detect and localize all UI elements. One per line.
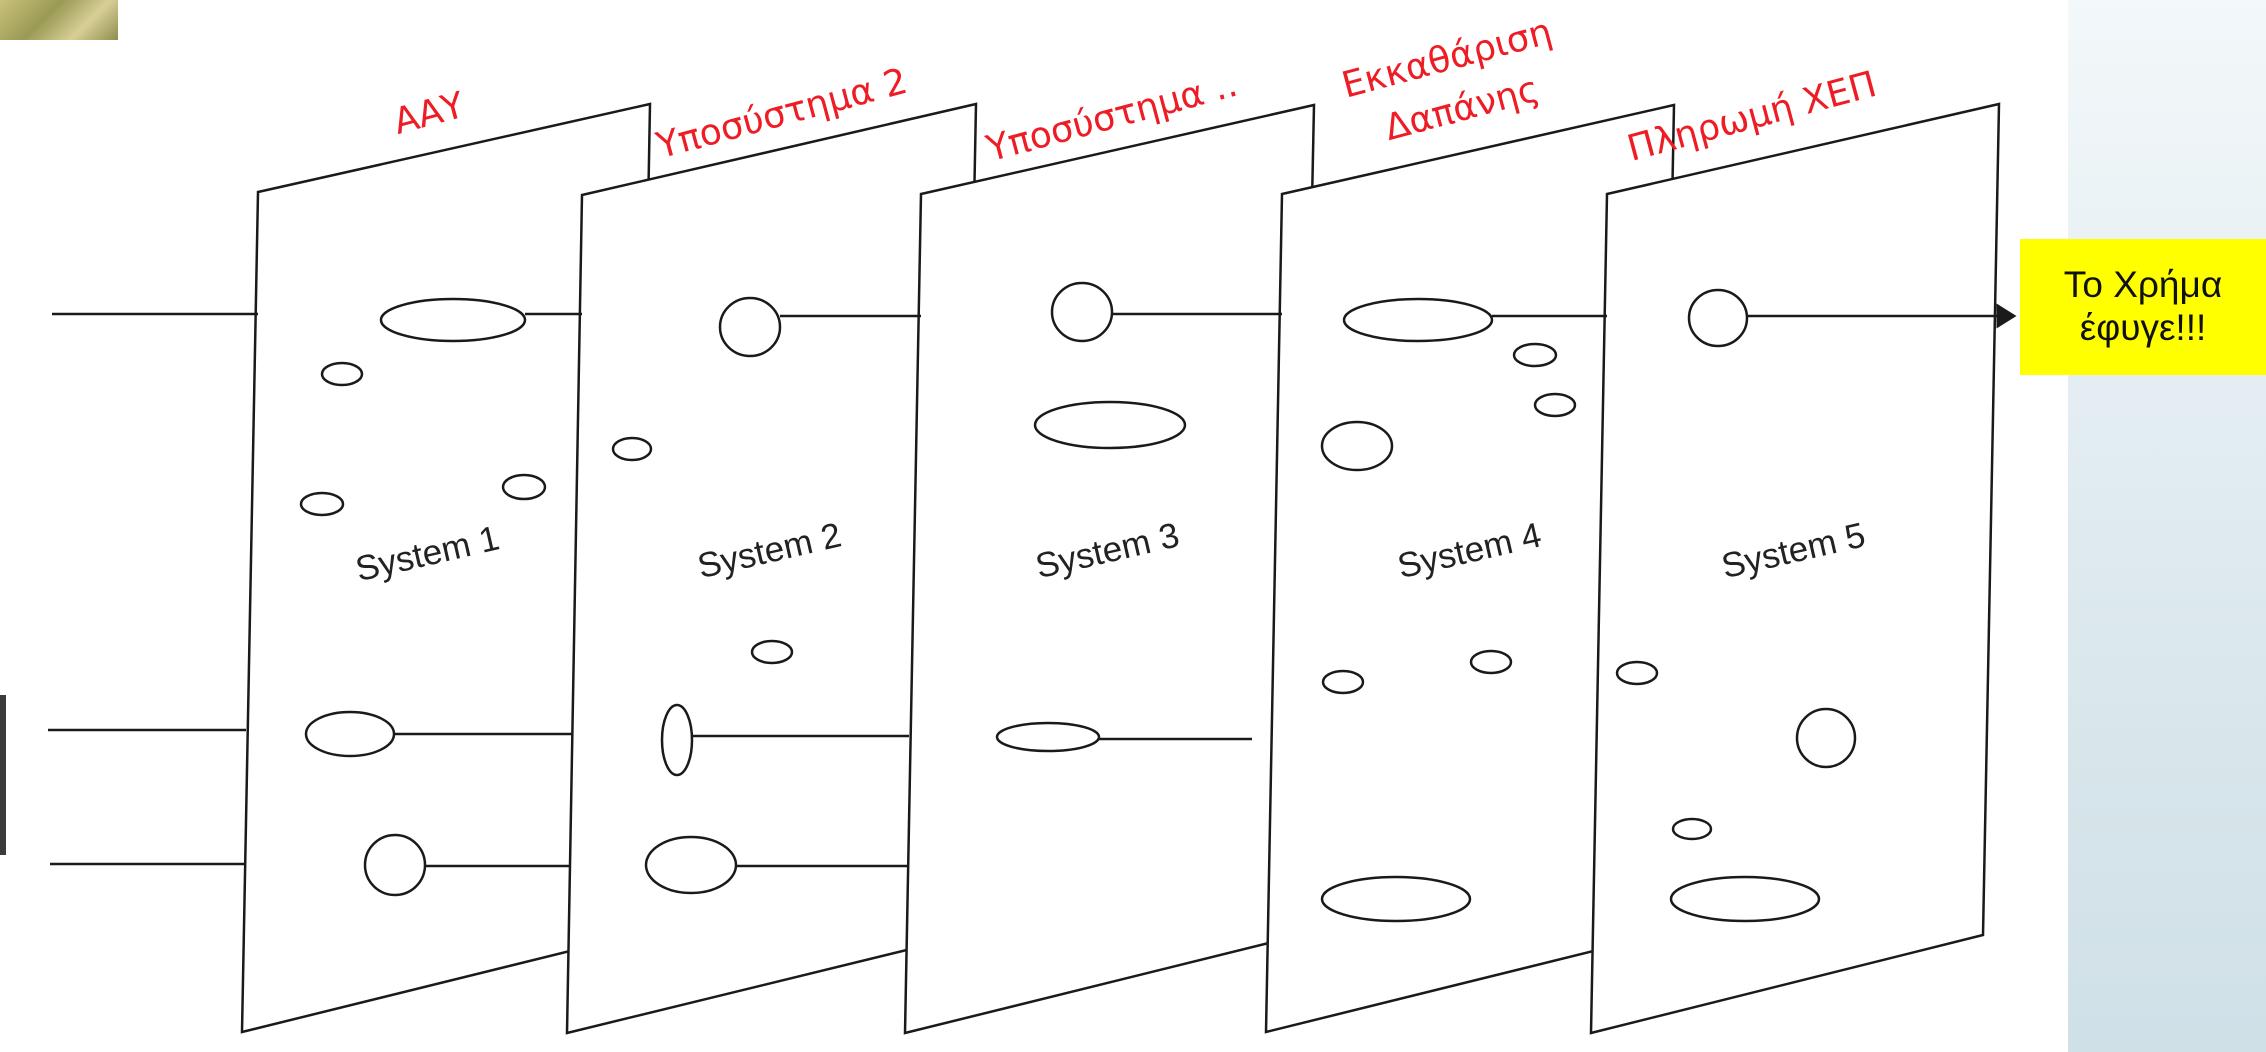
node xyxy=(1512,342,1558,368)
node xyxy=(750,639,794,665)
money-gone-callout: Το Χρήμα έφυγε!!! xyxy=(2020,239,2266,375)
node xyxy=(299,491,345,517)
node xyxy=(1320,420,1394,472)
system-5-plane: System 5 xyxy=(1589,102,2001,1035)
node xyxy=(1033,400,1187,450)
node xyxy=(644,835,738,895)
node xyxy=(1342,297,1494,343)
callout-line-1: Το Χρήμα xyxy=(2063,264,2223,306)
node xyxy=(304,710,396,758)
node xyxy=(1320,875,1472,923)
node xyxy=(379,297,527,343)
node xyxy=(718,296,782,358)
node xyxy=(1687,288,1749,348)
connections xyxy=(48,303,2017,868)
node xyxy=(320,361,364,387)
node xyxy=(501,473,547,501)
left-edge-tab xyxy=(0,695,6,855)
node xyxy=(660,703,694,777)
system-3-plane: System 3 xyxy=(903,103,1316,1035)
node xyxy=(1533,392,1577,418)
background-gradient-panel xyxy=(2068,0,2266,1052)
title-system-1: ΑΑΥ xyxy=(389,85,469,143)
node xyxy=(1671,817,1713,841)
system-1-plane: System 1 xyxy=(240,102,652,1034)
node xyxy=(611,436,653,462)
banknote-image xyxy=(0,0,118,40)
node xyxy=(1321,669,1365,695)
node xyxy=(1669,875,1821,923)
node xyxy=(1469,649,1513,675)
node xyxy=(995,721,1101,753)
node xyxy=(1795,707,1857,769)
node xyxy=(363,833,427,897)
node xyxy=(1615,660,1659,686)
system-4-plane: System 4 xyxy=(1264,103,1676,1034)
system-2-plane: System 2 xyxy=(565,102,978,1035)
callout-line-2: έφυγε!!! xyxy=(2079,307,2207,348)
node xyxy=(1050,281,1114,343)
